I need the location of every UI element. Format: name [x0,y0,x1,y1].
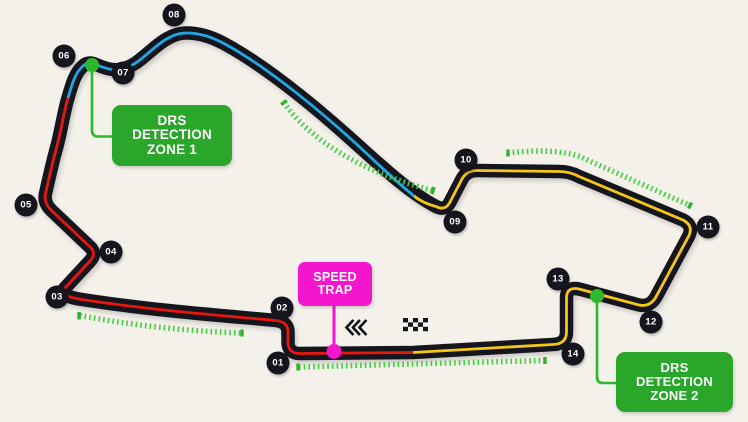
direction-chevrons-icon [344,319,368,336]
drs-zone-dashes-t8-t9 [281,100,434,194]
corner-marker-05: 05 [14,193,38,217]
drs2-connector-line [595,299,616,385]
corner-marker-02: 02 [270,296,294,320]
corner-marker-10: 10 [454,148,478,172]
corner-marker-12: 12 [639,310,663,334]
drs-zones [79,100,692,370]
drs2-detection-dot [590,289,604,303]
drs2-line1: DRS [660,360,689,376]
corner-marker-11: 11 [696,215,720,239]
drs1-connector-line [90,68,112,138]
drs1-line3: ZONE 1 [147,141,197,157]
drs1-line2: DETECTION [132,127,212,143]
drs1-line1: DRS [157,112,187,128]
corner-marker-08: 08 [162,3,186,27]
corner-marker-14: 14 [561,342,585,366]
drs-detection-zone-1-label: DRS DETECTION ZONE 1 [112,105,232,166]
corner-marker-09: 09 [443,210,467,234]
speed-trap-line1: SPEED [313,269,357,284]
finish-line-icon [403,318,428,332]
corner-marker-13: 13 [546,267,570,291]
corner-marker-06: 06 [52,44,76,68]
drs-zone-endcaps [77,99,694,371]
drs2-line3: ZONE 2 [650,387,699,403]
speed-trap-label: SPEED TRAP [298,262,372,306]
speed-trap-dot [326,344,342,359]
speed-trap-line2: TRAP [317,283,353,297]
drs-zone-dashes-main-straight [298,357,546,370]
corner-marker-01: 01 [266,351,290,375]
drs-detection-zone-2-label: DRS DETECTION ZONE 2 [616,352,733,412]
sector-3-line [412,169,692,354]
drs1-detection-dot [85,58,99,72]
corner-marker-07: 07 [111,61,135,85]
drs2-line2: DETECTION [636,374,713,390]
corner-marker-03: 03 [45,285,69,309]
corner-marker-04: 04 [99,240,123,264]
